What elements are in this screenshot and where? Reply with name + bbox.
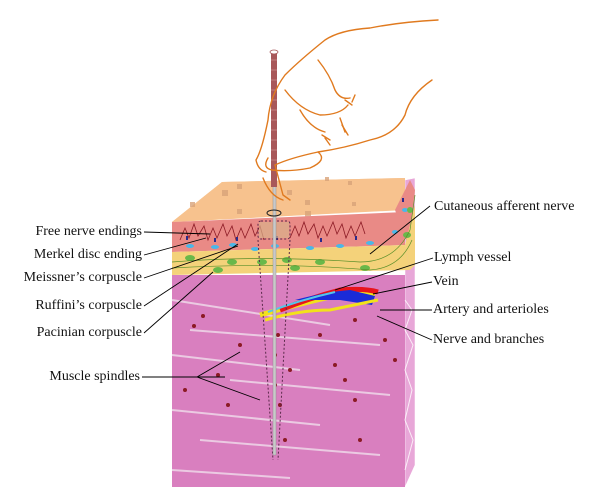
label-merkel-disc-ending: Merkel disc ending xyxy=(33,247,142,262)
muscle-layer xyxy=(172,275,405,487)
vein xyxy=(295,290,375,305)
meissner-corpuscles xyxy=(186,208,408,251)
side-dermis xyxy=(405,205,415,270)
muscle-fibers xyxy=(171,299,391,479)
leader-lines-left xyxy=(142,231,261,401)
label-pacinian-corpuscle: Pacinian corpuscle xyxy=(36,325,142,340)
artery-and-arterioles xyxy=(279,286,379,313)
label-cutaneous-afferent-nerve: Cutaneous afferent nerve xyxy=(434,199,575,214)
label-meissners-corpuscle: Meissner’s corpuscle xyxy=(23,270,142,285)
label-artery-and-arterioles: Artery and arterioles xyxy=(433,302,549,317)
hand-outline-illustration xyxy=(255,19,439,201)
label-free-nerve-endings: Free nerve endings xyxy=(35,224,142,239)
leader-lines-right xyxy=(334,205,434,341)
cutaneous-afferent-nerve xyxy=(171,194,416,271)
rotation-icon xyxy=(266,209,282,217)
label-nerve-and-branches: Nerve and branches xyxy=(433,332,545,347)
free-nerve-endings xyxy=(179,220,366,242)
label-ruffinis-corpuscle: Ruffini’s corpuscle xyxy=(35,298,142,313)
needle-handle xyxy=(271,52,277,187)
needle-shaft xyxy=(272,184,277,456)
label-muscle-spindles: Muscle spindles xyxy=(49,369,140,384)
label-vein: Vein xyxy=(433,274,459,289)
needle-tip-head xyxy=(269,49,279,55)
needle-handle-coil xyxy=(271,59,277,171)
label-lymph-vessel: Lymph vessel xyxy=(434,250,512,265)
skin-pores xyxy=(190,177,356,217)
muscle-cross-section xyxy=(404,299,414,471)
nerve-branch xyxy=(264,298,379,322)
skin-surface-top xyxy=(172,178,405,222)
